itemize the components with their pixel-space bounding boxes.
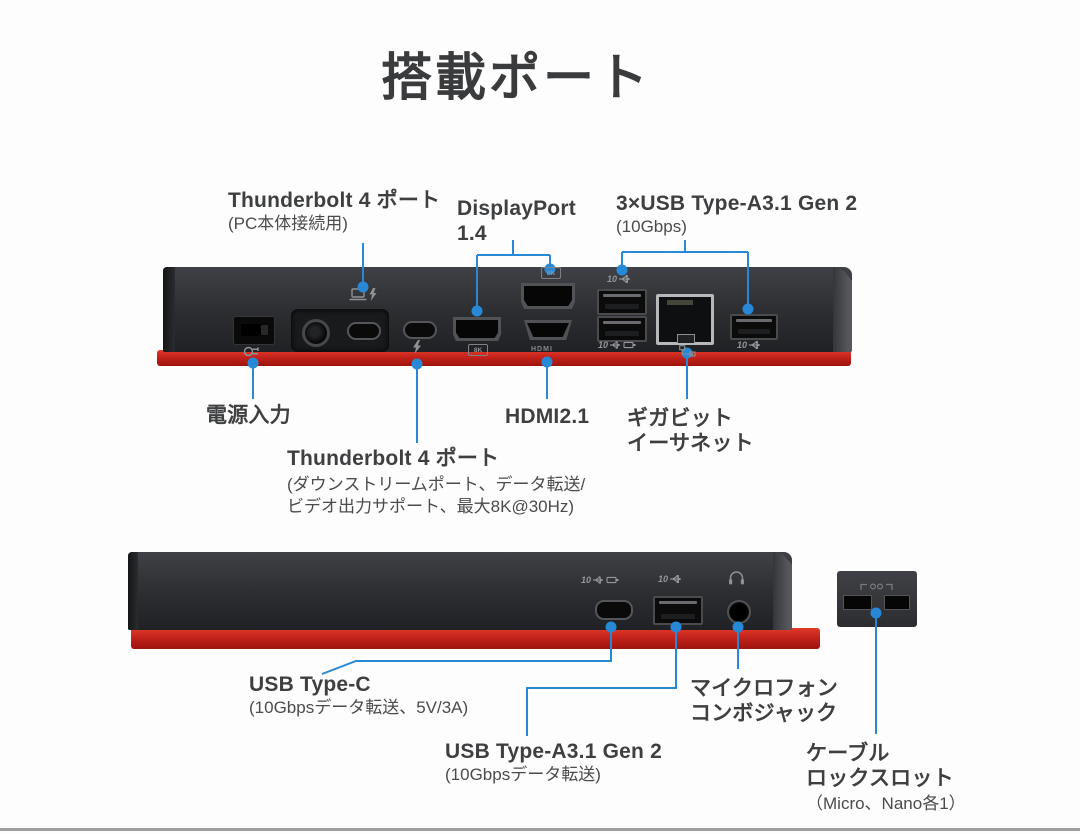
lock-slot-micro xyxy=(843,595,872,610)
usb-tongue xyxy=(736,319,772,322)
label-hdmi: HDMI2.1 xyxy=(505,404,589,429)
usb10-icon-rear-right: 10 xyxy=(737,340,765,350)
usb-pins xyxy=(605,304,639,309)
label-thunderbolt4-downstream-sub2: ビデオ出力サポート、最大8K@30Hz) xyxy=(287,497,575,516)
hdmi-port xyxy=(524,320,572,340)
8k-badge-lower: 8K xyxy=(468,344,488,356)
usb10-text: 10 xyxy=(737,340,748,350)
power-plug-icon xyxy=(243,345,263,358)
usb10-text: 10 xyxy=(658,574,669,584)
label-displayport: DisplayPort 1.4 xyxy=(457,196,576,246)
thunderbolt4-pc-port xyxy=(347,322,381,340)
label-cable-lock: ケーブル ロックスロット （Micro、Nano各1） xyxy=(806,741,966,815)
dock-front-right-edge xyxy=(773,552,792,630)
label-cable-lock-line2: ロックスロット xyxy=(806,767,954,790)
displayport-upper-port xyxy=(521,283,575,309)
label-usb-a-x3-sub: (10Gbps) xyxy=(616,217,687,236)
label-thunderbolt4-pc-title: Thunderbolt 4 ポート xyxy=(228,189,441,212)
laptop-thunderbolt-icon xyxy=(349,288,379,302)
usb10-text: 10 xyxy=(598,340,609,350)
label-gigabit-ethernet-line2: イーサネット xyxy=(627,432,754,455)
dock-rear-right-edge xyxy=(833,267,852,352)
usb-a-port-rear-3 xyxy=(730,314,778,340)
label-usb-c-front: USB Type-C (10Gbpsデータ転送、5V/3A) xyxy=(249,672,468,719)
label-thunderbolt4-pc-sub: (PC本体接続用) xyxy=(228,214,348,233)
lock-marking xyxy=(851,581,901,593)
label-usb-a-front: USB Type-A3.1 Gen 2 (10Gbpsデータ転送) xyxy=(445,739,662,786)
label-mic-combo-line1: マイクロフォン xyxy=(690,677,838,700)
label-power-input-title: 電源入力 xyxy=(206,404,291,427)
label-displayport-line2: 1.4 xyxy=(457,222,487,245)
displayport-lower-port xyxy=(453,317,501,341)
label-mic-combo-line2: コンボジャック xyxy=(690,702,838,725)
usb10-text: 10 xyxy=(607,274,618,284)
ethernet-tab xyxy=(677,334,695,343)
label-power-input: 電源入力 xyxy=(206,403,291,428)
label-thunderbolt4-downstream: Thunderbolt 4 ポート (ダウンストリームポート、データ転送/ ビデ… xyxy=(287,446,585,518)
usb-tongue xyxy=(603,294,641,297)
ethernet-port xyxy=(656,294,714,345)
displayport-lower-opening xyxy=(456,320,498,338)
label-usb-c-front-title: USB Type-C xyxy=(249,673,371,696)
headset-icon xyxy=(727,569,746,586)
dock-front-red-base xyxy=(131,628,820,649)
thunderbolt4-downstream-port xyxy=(403,321,437,339)
label-cable-lock-sub: （Micro、Nano各1） xyxy=(806,794,966,813)
label-hdmi-title: HDMI2.1 xyxy=(505,405,590,428)
dock-rear-left-edge xyxy=(163,267,175,352)
label-displayport-line1: DisplayPort xyxy=(457,197,576,220)
usb10-battery-icon-rear: 10 xyxy=(598,340,637,350)
usb-tongue xyxy=(603,321,641,324)
ethernet-contacts xyxy=(667,300,693,305)
usb-a-front-port xyxy=(653,596,703,625)
label-gigabit-ethernet-line1: ギガビット xyxy=(627,407,733,430)
label-usb-a-front-sub: (10Gbpsデータ転送) xyxy=(445,765,601,784)
label-usb-a-front-title: USB Type-A3.1 Gen 2 xyxy=(445,740,662,763)
dock-front-left-edge xyxy=(128,552,138,630)
usb-pins xyxy=(661,614,695,619)
label-usb-a-x3-title: 3×USB Type-A3.1 Gen 2 xyxy=(616,192,858,215)
power-input-slot xyxy=(241,324,263,336)
label-gigabit-ethernet: ギガビット イーサネット xyxy=(627,406,754,456)
label-cable-lock-line1: ケーブル xyxy=(806,742,890,765)
audio-combo-jack xyxy=(727,600,751,624)
thunderbolt-icon xyxy=(411,340,423,354)
dock-rear-red-base xyxy=(157,350,851,366)
8k-badge-upper: 8K xyxy=(541,267,561,279)
label-thunderbolt4-pc: Thunderbolt 4 ポート (PC本体接続用) xyxy=(228,188,440,235)
usb-a-port-rear-1 xyxy=(597,289,647,315)
usb-pins xyxy=(738,329,770,334)
page-bottom-divider xyxy=(0,828,1080,831)
usb10-text: 10 xyxy=(581,575,592,585)
label-mic-combo-jack: マイクロフォン コンボジャック xyxy=(690,676,838,726)
ethernet-icon xyxy=(679,345,696,357)
usb-c-front-port xyxy=(595,600,633,620)
usb10-icon-front: 10 xyxy=(658,574,686,584)
displayport-upper-opening xyxy=(524,286,572,306)
label-usb-a-x3: 3×USB Type-A3.1 Gen 2 (10Gbps) xyxy=(616,191,857,238)
label-thunderbolt4-downstream-title: Thunderbolt 4 ポート xyxy=(287,447,500,470)
usb10-battery-icon-front: 10 xyxy=(581,575,620,585)
label-thunderbolt4-downstream-sub1: (ダウンストリームポート、データ転送/ xyxy=(287,475,586,494)
usb-a-port-rear-2 xyxy=(597,316,647,342)
lock-slot-nano xyxy=(884,595,910,610)
dc-in-connector xyxy=(302,319,330,347)
power-input-key xyxy=(261,325,268,335)
usb-tongue xyxy=(659,601,697,604)
page-title: 搭載ポート xyxy=(380,49,651,106)
hdmi-opening xyxy=(527,323,569,337)
power-input-port xyxy=(233,316,275,345)
label-usb-c-front-sub: (10Gbpsデータ転送、5V/3A) xyxy=(249,698,469,717)
usb-pins xyxy=(605,331,639,336)
hdmi-marking: HDMI xyxy=(531,346,553,353)
cable-lock-slot-block xyxy=(837,571,917,627)
usb10-icon-rear-pair: 10 xyxy=(607,274,635,284)
